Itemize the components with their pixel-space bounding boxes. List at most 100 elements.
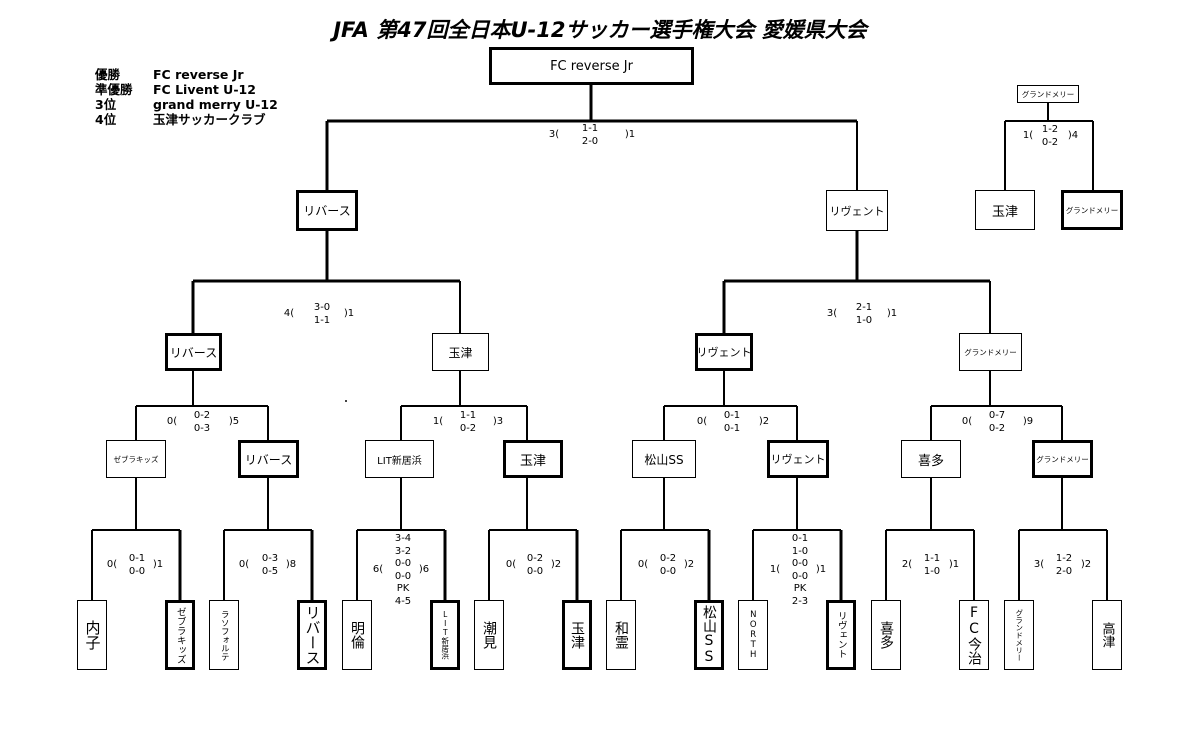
score-half: 1-1: [313, 314, 331, 326]
score-total-left: 0(: [106, 559, 118, 571]
result-team: 玉津サッカークラブ: [153, 112, 266, 127]
score-half: 0-2: [659, 553, 677, 564]
score-total-right: )1: [815, 564, 827, 576]
team-box-t16: 高津: [1092, 600, 1122, 670]
score-total-right: )1: [948, 559, 960, 571]
team-box-t2: ゼブラキッズ: [165, 600, 195, 670]
team-box-t12: リヴェント: [826, 600, 856, 670]
team-box-third_winner: グランドメリー: [1017, 85, 1079, 103]
score-half: 1-2: [1041, 124, 1059, 135]
score-half: 0-0: [791, 570, 809, 582]
score-half: 1-0: [923, 565, 941, 577]
score-total-left: 0(: [505, 559, 517, 571]
score-half: 2-3: [791, 595, 809, 607]
score-total-left: 2(: [901, 559, 913, 571]
score-half: 2-0: [581, 135, 599, 147]
score-half: 0-3: [261, 553, 279, 564]
score-total-left: 6(: [372, 564, 384, 576]
team-box-sf_l: リバース: [296, 190, 358, 231]
score-half: 2-0: [1055, 565, 1073, 577]
team-box-third_b: グランドメリー: [1061, 190, 1123, 230]
score-half: 4-5: [394, 595, 412, 607]
score-half: 1-1: [923, 553, 941, 564]
score-half: PK: [793, 583, 807, 594]
score-total-left: 4(: [283, 308, 295, 320]
score-half: 0-0: [128, 565, 146, 577]
score-total-right: )4: [1067, 130, 1079, 142]
score-half: 0-0: [791, 558, 809, 569]
score-total-left: 3(: [548, 129, 560, 141]
team-box-t9: 和霊: [606, 600, 636, 670]
team-box-r2_1: ゼブラキッズ: [106, 440, 166, 478]
page-title: JFA 第47回全日本U-12サッカー選手権大会 愛媛県大会: [333, 18, 867, 42]
score-total-left: 0(: [961, 416, 973, 428]
team-box-t1: 内子: [77, 600, 107, 670]
team-box-r2_5: 松山SS: [632, 440, 696, 478]
score-half: 0-1: [723, 410, 741, 421]
score-half: 0-2: [526, 553, 544, 564]
team-box-r2_3: LIT新居浜: [365, 440, 434, 478]
score-total-right: )3: [492, 416, 504, 428]
result-row: 4位玉津サッカークラブ: [95, 112, 278, 127]
score-half: 0-2: [459, 422, 477, 434]
team-box-qf1: リバース: [165, 333, 222, 371]
score-total-left: 1(: [432, 416, 444, 428]
team-box-t6: LIT新居浜: [430, 600, 460, 670]
score-total-right: )6: [418, 564, 430, 576]
result-team: FC reverse Jr: [153, 67, 244, 82]
score-total-right: )2: [1080, 559, 1092, 571]
score-half: 3-4: [394, 533, 412, 544]
score-half: 0-0: [526, 565, 544, 577]
score-half: 1-2: [1055, 553, 1073, 564]
team-box-r2_2: リバース: [238, 440, 299, 478]
score-half: 2-1: [855, 302, 873, 313]
score-half: 1-1: [459, 410, 477, 421]
team-box-t3: ラソフォルテ: [209, 600, 239, 670]
score-total-right: )1: [886, 308, 898, 320]
score-half: 0-0: [394, 558, 412, 569]
score-total-left: 3(: [826, 308, 838, 320]
score-total-right: )8: [285, 559, 297, 571]
score-half: 0-1: [723, 422, 741, 434]
team-box-qf4: グランドメリー: [959, 333, 1022, 371]
team-box-t10: 松山SS: [694, 600, 724, 670]
score-half: 0-2: [193, 410, 211, 421]
team-box-qf3: リヴェント: [695, 333, 753, 371]
score-half: 0-3: [193, 422, 211, 434]
team-box-sf_r: リヴェント: [826, 190, 888, 231]
team-box-r2_6: リヴェント: [767, 440, 829, 478]
score-half: 0-2: [1041, 136, 1059, 148]
score-half: 3-0: [313, 302, 331, 313]
team-box-t13: 喜多: [871, 600, 901, 670]
team-box-r2_7: 喜多: [901, 440, 961, 478]
team-box-t11: NORTH: [738, 600, 768, 670]
score-half: 0-2: [988, 422, 1006, 434]
result-rank: 3位: [95, 97, 117, 112]
score-total-left: 0(: [238, 559, 250, 571]
score-half: 0-1: [128, 553, 146, 564]
team-box-r2_8: グランドメリー: [1032, 440, 1093, 478]
team-box-qf2: 玉津: [432, 333, 489, 371]
score-half: 0-0: [659, 565, 677, 577]
score-total-right: )2: [758, 416, 770, 428]
team-box-champion: FC reverse Jr: [489, 47, 694, 85]
score-total-right: )2: [550, 559, 562, 571]
score-total-left: 0(: [166, 416, 178, 428]
score-total-right: )9: [1022, 416, 1034, 428]
result-team: FC Livent U-12: [153, 82, 256, 97]
score-total-left: 1(: [769, 564, 781, 576]
score-total-left: 3(: [1033, 559, 1045, 571]
score-total-left: 0(: [637, 559, 649, 571]
score-total-right: )1: [624, 129, 636, 141]
score-half: 3-2: [394, 545, 412, 557]
score-half: 1-0: [855, 314, 873, 326]
score-half: 1-0: [791, 545, 809, 557]
score-total-left: 0(: [696, 416, 708, 428]
stray-dot: [345, 400, 347, 402]
score-half: 0-0: [394, 570, 412, 582]
team-box-t7: 潮見: [474, 600, 504, 670]
score-half: 1-1: [581, 123, 599, 134]
